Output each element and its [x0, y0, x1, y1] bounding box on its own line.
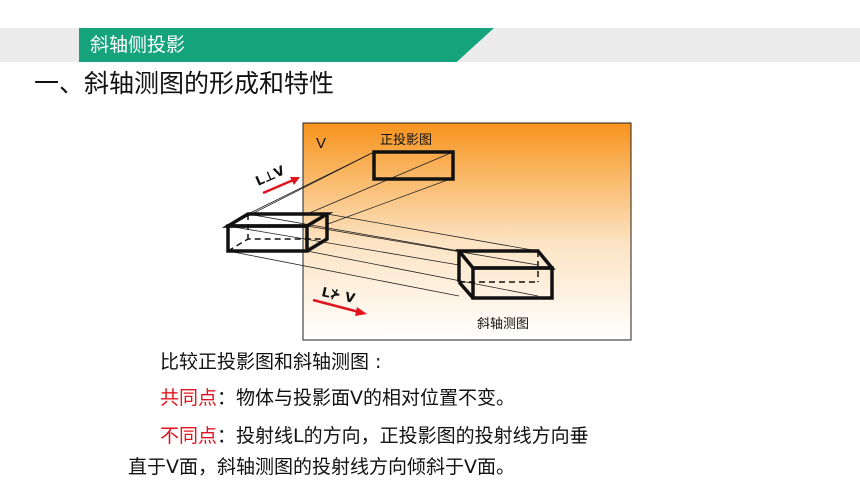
v-plane: [302, 122, 632, 341]
bottom-label: 斜轴测图: [477, 317, 529, 332]
top-label: 正投影图: [380, 132, 432, 148]
projection-lines: [227, 151, 539, 297]
oblique-box: [455, 249, 556, 300]
perpendicular-arrowhead: [290, 177, 300, 185]
diff-body: ：投射线L的方向，正投影图的投射线方向垂: [217, 425, 589, 447]
section-title: 一、斜轴测图的形成和特性: [34, 69, 335, 98]
same-label: 共同点: [160, 387, 218, 409]
diff-label: 不同点: [160, 425, 218, 447]
same-body: ：物体与投影面V的相对位置不变。: [217, 387, 516, 409]
same-line: 共同点：物体与投影面V的相对位置不变。: [160, 383, 515, 410]
oblique-arrowhead: [355, 307, 367, 316]
oblique-arrow: [312, 298, 360, 314]
header-title: 斜轴侧投影: [90, 34, 186, 56]
compare-text: 比较正投影图和斜轴测图 :: [160, 351, 382, 373]
diff-body-2: 直于V面，斜轴测图的投射线方向倾斜于V面。: [128, 456, 515, 478]
oblique-label: L⊁ V: [320, 285, 356, 307]
compare-line: 比较正投影图和斜轴测图 :: [160, 347, 381, 374]
diff-line-2: 直于V面，斜轴测图的投射线方向倾斜于V面。: [128, 452, 515, 479]
orthographic-rect: [372, 150, 455, 181]
object-box: [221, 212, 334, 253]
diff-line: 不同点：投射线L的方向，正投影图的投射线方向垂: [160, 421, 589, 448]
v-plane-label: V: [316, 135, 326, 152]
header-accent: [79, 28, 494, 62]
